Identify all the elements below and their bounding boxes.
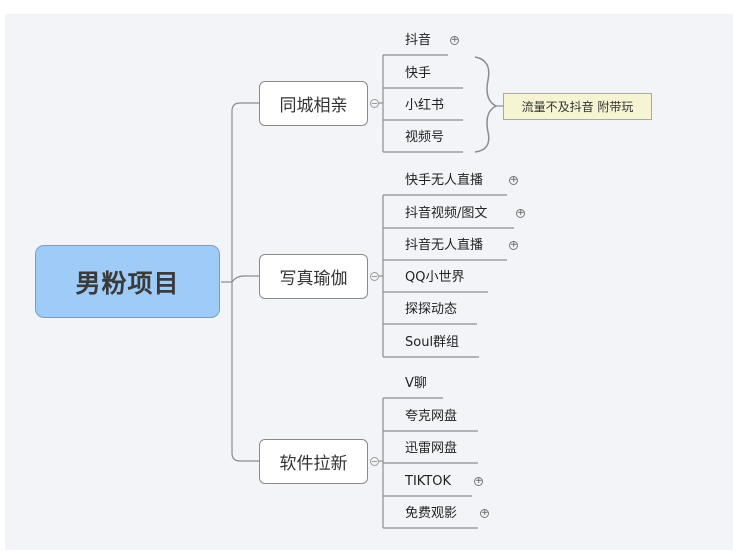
- leaf-topic[interactable]: 小红书: [405, 98, 445, 113]
- leaf-topic[interactable]: QQ小世界: [405, 270, 465, 285]
- branch-topic-same-city-dating[interactable]: 同城相亲: [259, 81, 368, 126]
- expand-icon[interactable]: +: [509, 175, 518, 185]
- leaf-topic[interactable]: 抖音无人直播: [405, 238, 484, 253]
- branch-topic-app-referral[interactable]: 软件拉新: [259, 439, 368, 484]
- brace-icon: [474, 56, 498, 153]
- leaf-topic[interactable]: 快手: [405, 66, 432, 81]
- leaf-topic[interactable]: 视频号: [405, 130, 445, 145]
- leaf-topic[interactable]: 快手无人直播: [405, 173, 484, 188]
- expand-icon[interactable]: +: [509, 240, 518, 250]
- leaf-topic[interactable]: 迅雷网盘: [405, 441, 458, 456]
- collapse-icon[interactable]: [370, 457, 379, 466]
- root-connector: [231, 275, 259, 283]
- callout-note[interactable]: 流量不及抖音 附带玩: [503, 93, 652, 120]
- collapse-icon[interactable]: [370, 99, 379, 108]
- leaf-topic[interactable]: 抖音视频/图文: [405, 206, 488, 221]
- leaf-topic[interactable]: TIKTOK: [405, 474, 451, 489]
- expand-icon[interactable]: +: [516, 208, 525, 218]
- leaf-topic[interactable]: 免费观影: [405, 506, 458, 521]
- expand-icon[interactable]: +: [450, 35, 459, 45]
- expand-icon[interactable]: +: [480, 508, 489, 518]
- branch-topic-photo-yoga[interactable]: 写真瑜伽: [259, 254, 368, 299]
- leaf-topic[interactable]: 夸克网盘: [405, 409, 458, 424]
- root-trunk: [231, 102, 259, 462]
- leaf-topic[interactable]: V聊: [405, 376, 427, 391]
- leaf-topic[interactable]: 探探动态: [405, 302, 458, 317]
- leaf-topic[interactable]: Soul群组: [405, 335, 460, 350]
- collapse-icon[interactable]: [370, 272, 379, 281]
- expand-icon[interactable]: +: [474, 476, 483, 486]
- root-topic[interactable]: 男粉项目: [35, 245, 220, 318]
- leaf-topic[interactable]: 抖音: [405, 33, 432, 48]
